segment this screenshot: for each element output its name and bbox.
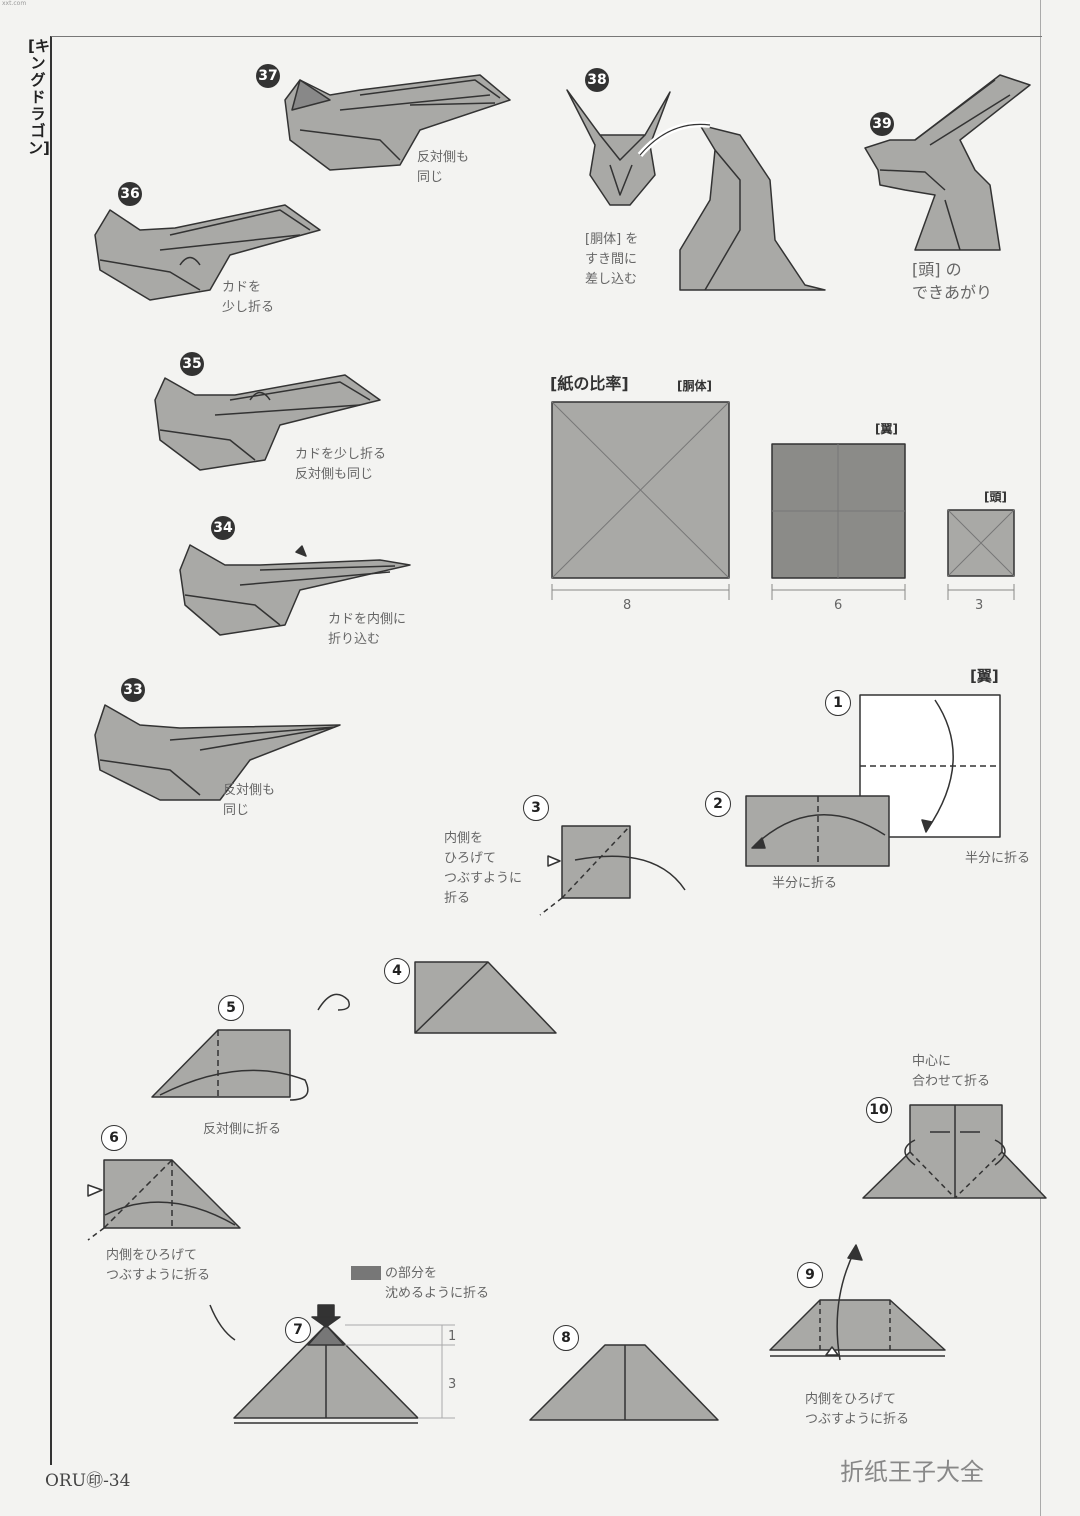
page-frame <box>50 36 1042 1465</box>
figure-37 <box>284 74 511 171</box>
step-number-33: 33 <box>121 678 145 702</box>
head-size: 3 <box>975 598 984 613</box>
figure-wing-5 <box>151 1029 309 1101</box>
step-number-4: 4 <box>384 958 410 984</box>
note-33: 反対側も 同じ <box>223 783 276 818</box>
figure-wing-10 <box>862 1104 1047 1199</box>
step-number-1: 1 <box>825 690 851 716</box>
note-wing-1: 半分に折る <box>965 851 1031 866</box>
page-edge-line <box>1040 0 1041 1516</box>
step-number-2: 2 <box>705 791 731 817</box>
body-size: 8 <box>623 598 632 613</box>
note-35: カドを少し折る 反対側も同じ <box>295 447 387 482</box>
ratio-title: [紙の比率] <box>550 374 629 393</box>
note-wing-5: 反対側に折る <box>203 1122 282 1137</box>
note-39: [頭] の できあがり <box>912 260 993 302</box>
page-footer: ORU㊞-34 <box>45 1471 131 1491</box>
step-number-8: 8 <box>553 1325 579 1351</box>
dim-3: 3 <box>448 1377 457 1392</box>
watermark: 折纸王子大全 <box>840 1458 984 1486</box>
shaded-area-swatch <box>351 1266 381 1280</box>
step-number-9: 9 <box>797 1262 823 1288</box>
note-wing-2: 半分に折る <box>772 876 838 891</box>
figure-wing-2 <box>745 795 890 867</box>
figure-wing-4 <box>317 961 557 1034</box>
figure-wing-3 <box>539 825 686 916</box>
figure-wing-1 <box>859 694 1001 838</box>
figure-34 <box>179 544 411 636</box>
paper-ratio-squares <box>551 401 1015 600</box>
wing-section-label: [翼] <box>970 667 999 685</box>
body-label: [胴体] <box>677 379 712 393</box>
step-number-5: 5 <box>218 995 244 1021</box>
wing-label: [翼] <box>875 422 898 436</box>
step-number-10: 10 <box>866 1097 892 1123</box>
head-label: [頭] <box>984 490 1007 504</box>
step-number-37: 37 <box>256 64 280 88</box>
step-number-38: 38 <box>585 68 609 92</box>
step-number-3: 3 <box>523 795 549 821</box>
figure-38 <box>566 89 826 291</box>
note-36: カドを 少し折る <box>222 280 275 315</box>
figure-wing-7 <box>233 1304 455 1424</box>
note-wing-10: 中心に 合わせて折る <box>912 1054 991 1089</box>
note-wing-3: 内側を ひろげて つぶすように 折る <box>444 831 523 906</box>
wing-size: 6 <box>834 598 843 613</box>
figure-35 <box>154 374 381 471</box>
step-number-7: 7 <box>285 1317 311 1343</box>
note-wing-9: 内側をひろげて つぶすように折る <box>805 1392 910 1427</box>
step-number-6: 6 <box>101 1125 127 1151</box>
step-number-36: 36 <box>118 182 142 206</box>
top-corner-mark: xxt.com <box>2 0 27 7</box>
step-number-39: 39 <box>870 112 894 136</box>
figure-wing-8 <box>529 1344 719 1421</box>
figure-wing-9 <box>769 1244 946 1361</box>
figure-36 <box>94 204 321 301</box>
figure-wing-6 <box>87 1159 241 1341</box>
note-37: 反対側も 同じ <box>417 150 470 185</box>
note-wing-7: の部分を 沈めるように折る <box>385 1266 490 1301</box>
note-34: カドを内側に 折り込む <box>328 612 407 647</box>
dim-1: 1 <box>448 1329 457 1344</box>
step-number-35: 35 <box>180 352 204 376</box>
figure-33 <box>94 704 341 801</box>
step-number-34: 34 <box>211 516 235 540</box>
vertical-title: [キングドラゴン] <box>28 37 50 157</box>
figure-39 <box>864 74 1031 251</box>
note-38: [胴体] を すき間に 差し込む <box>585 232 639 287</box>
note-wing-6: 内側をひろげて つぶすように折る <box>106 1248 211 1283</box>
